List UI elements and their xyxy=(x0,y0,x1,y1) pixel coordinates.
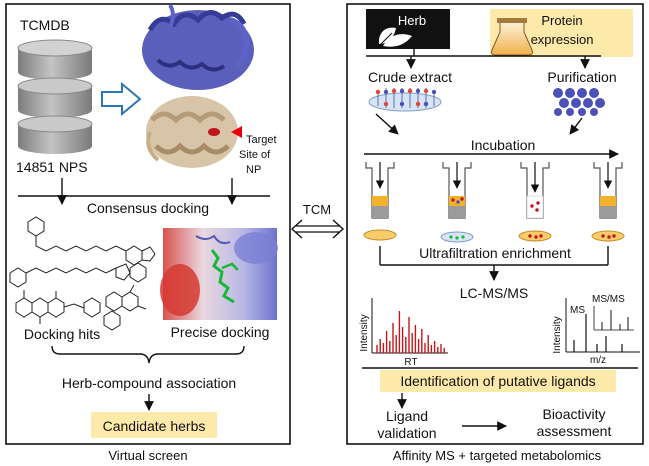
database-name: TCMDB xyxy=(20,17,70,33)
merge-brace xyxy=(51,345,245,364)
purification-label: Purification xyxy=(547,69,616,85)
bioactivity-line1: Bioactivity xyxy=(542,406,605,422)
candidate-herbs-label: Candidate herbs xyxy=(103,418,206,434)
identification-label: Identification of putative ligands xyxy=(400,373,595,389)
input-arrow-icon xyxy=(101,81,142,117)
tube-4 xyxy=(591,162,625,242)
ligand-validation-line1: Ligand xyxy=(386,408,428,424)
affinity-ms-panel xyxy=(346,3,644,445)
top-connector xyxy=(366,49,601,69)
chromatogram-ylabel: Intensity xyxy=(359,314,370,351)
herb-label: Herb xyxy=(398,13,426,28)
target-label-line3: NP xyxy=(246,164,261,176)
target-label-line1: Target xyxy=(246,134,277,146)
protein-expression-line1: Protein xyxy=(541,13,582,28)
double-arrow-right-head xyxy=(332,219,345,239)
mass-spectrum-ylabel: Intensity xyxy=(552,316,563,353)
ultrafiltration-label: Ultrafiltration enrichment xyxy=(419,245,571,261)
virtual-screen-caption: Virtual screen xyxy=(108,448,187,463)
flask-icon xyxy=(491,18,533,56)
lcms-label: LC-MS/MS xyxy=(460,285,528,301)
tcm-label: TCM xyxy=(303,202,331,217)
tube-3 xyxy=(518,162,552,242)
virtual-screen-panel xyxy=(5,3,291,445)
database-count: 14851 NPS xyxy=(16,159,88,175)
tube-2 xyxy=(440,162,474,243)
protein-structure-icon xyxy=(142,3,254,168)
precise-docking-label: Precise docking xyxy=(171,324,270,340)
msms-label: MS/MS xyxy=(592,294,625,305)
incubation-label: Incubation xyxy=(471,137,536,153)
database-icon xyxy=(17,39,93,154)
target-pointer-icon xyxy=(231,126,242,138)
precise-docking-image xyxy=(160,228,278,320)
double-arrow-left-head xyxy=(290,219,303,239)
chemical-structures-icon xyxy=(9,216,156,331)
consensus-bracket xyxy=(18,178,270,205)
mass-spectrum-xlabel: m/z xyxy=(590,355,606,366)
target-label-line2: Site of xyxy=(239,149,271,161)
ms-label: MS xyxy=(570,305,585,316)
purification-to-incubation-arrow xyxy=(569,117,583,135)
ligand-validation-line2: validation xyxy=(377,425,436,441)
crude-extract-label: Crude extract xyxy=(368,69,452,85)
chromatogram-plot: Intensity RT xyxy=(359,298,448,368)
leaf-icon xyxy=(378,27,412,47)
chromatogram-xlabel: RT xyxy=(404,357,417,368)
docking-hits-label: Docking hits xyxy=(24,326,100,342)
consensus-docking-label: Consensus docking xyxy=(87,200,209,216)
association-label: Herb-compound association xyxy=(62,375,236,391)
purified-protein-icon xyxy=(553,88,605,116)
crude-extract-icon xyxy=(368,88,442,112)
bioactivity-line2: assessment xyxy=(537,423,612,439)
affinity-ms-caption: Affinity MS + targeted metabolomics xyxy=(393,448,602,463)
crude-to-incubation-arrow xyxy=(375,113,399,135)
identification-box xyxy=(380,370,616,392)
tube-1 xyxy=(363,162,397,241)
candidate-herbs-box xyxy=(91,412,217,438)
ultrafiltration-tubes xyxy=(363,162,625,243)
mass-spectrum-plot: Intensity m/z MS MS/MS xyxy=(552,294,640,366)
protein-expression-line2: expression xyxy=(531,32,594,47)
